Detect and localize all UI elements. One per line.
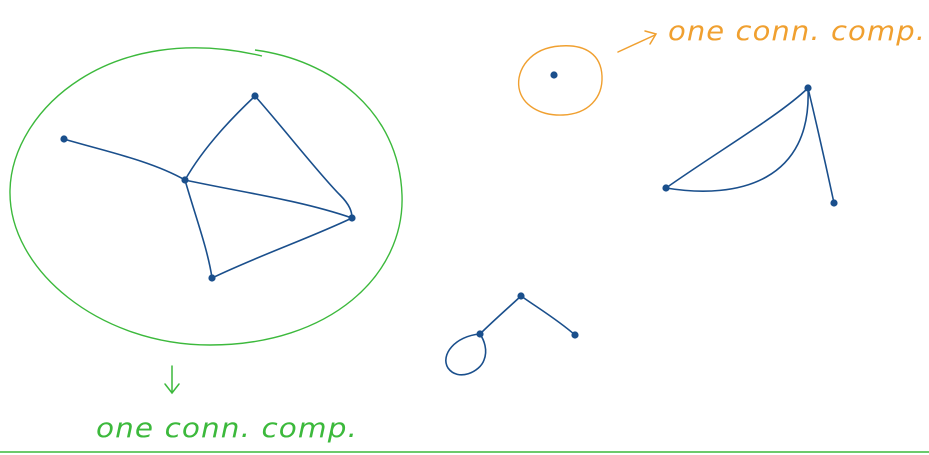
top-component-label: one conn. comp. bbox=[668, 16, 926, 47]
green-down-arrow bbox=[164, 365, 180, 395]
edge-c-d bbox=[184, 179, 353, 219]
edge-b-d bbox=[254, 95, 353, 219]
self-loop-i bbox=[445, 333, 487, 376]
edge-b-c bbox=[184, 95, 256, 181]
edge-g-h bbox=[807, 87, 835, 204]
component-4 bbox=[445, 295, 576, 376]
vertex-g bbox=[804, 84, 812, 92]
component-4-vertices bbox=[476, 292, 579, 339]
orange-arrow bbox=[617, 30, 658, 53]
vertex-d bbox=[348, 214, 356, 222]
edge-e-d bbox=[211, 217, 353, 279]
edge-f-g-lower bbox=[665, 87, 809, 192]
component-1 bbox=[63, 95, 353, 279]
vertex-e bbox=[208, 274, 216, 282]
orange-enclosure bbox=[517, 45, 603, 116]
vertex-i bbox=[476, 330, 484, 338]
vertex-a bbox=[60, 135, 68, 143]
edge-a-c bbox=[63, 138, 186, 181]
component-3-vertices bbox=[662, 84, 838, 207]
edge-i-j bbox=[479, 295, 522, 335]
vertex-k bbox=[571, 331, 579, 339]
edge-c-e bbox=[184, 179, 213, 279]
component-3 bbox=[665, 87, 835, 204]
vertex-f bbox=[662, 184, 670, 192]
vertex-c bbox=[181, 176, 189, 184]
vertex-b bbox=[251, 92, 259, 100]
edge-f-g-upper bbox=[665, 87, 809, 189]
vertex-j bbox=[517, 292, 525, 300]
left-component-label: one conn. comp. bbox=[96, 413, 358, 444]
vertex-h bbox=[830, 199, 838, 207]
edge-j-k bbox=[520, 295, 576, 336]
isolated-vertex bbox=[550, 71, 558, 79]
green-enclosure bbox=[9, 47, 403, 346]
component-1-vertices bbox=[60, 92, 356, 282]
